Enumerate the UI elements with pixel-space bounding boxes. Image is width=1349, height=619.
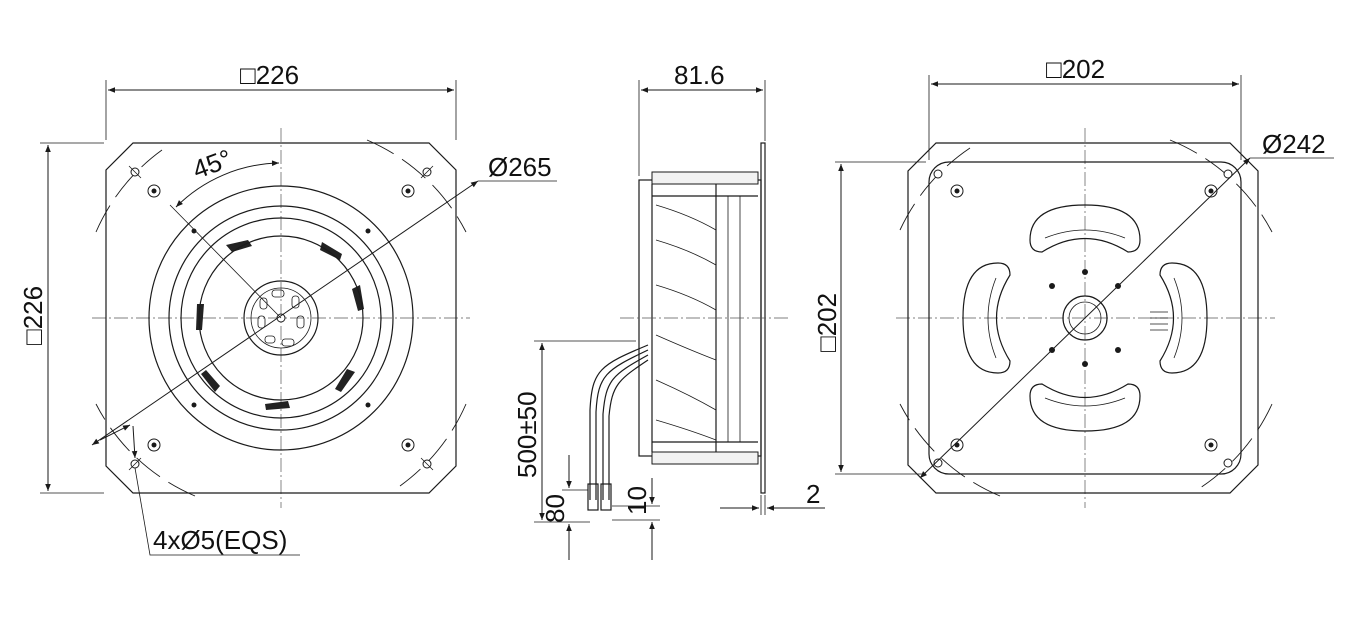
front-view: 45° Ø265 □226 □226 4xØ5(EQS)	[18, 60, 557, 556]
front-width-label: □226	[240, 60, 299, 90]
front-holes-leader	[134, 467, 300, 556]
front-diameter-label: Ø265	[488, 152, 552, 182]
side-flange-label: 2	[806, 479, 820, 509]
front-eqs-holes	[128, 165, 434, 471]
side-cables	[587, 344, 649, 511]
side-blades	[655, 204, 717, 441]
back-width-label: □202	[1046, 54, 1105, 84]
side-terminal-1	[587, 483, 599, 511]
back-diameter-line	[919, 157, 1251, 479]
front-angle-leader	[169, 204, 282, 319]
side-bottom-rim	[651, 451, 759, 465]
front-holes-label: 4xØ5(EQS)	[153, 525, 287, 555]
back-diameter-label: Ø242	[1262, 129, 1326, 159]
side-end-label: 10	[622, 486, 652, 515]
back-view: Ø242 □202 □202	[812, 54, 1334, 508]
back-plate	[907, 142, 1259, 494]
side-depth-label: 81.6	[674, 60, 725, 90]
side-view: 81.6 500±50 80 10 2	[512, 60, 825, 560]
front-angle-label: 45°	[189, 143, 236, 185]
back-height-label: □202	[812, 293, 842, 352]
side-terminal-2	[600, 483, 612, 511]
front-hole-pitch-line	[131, 425, 138, 459]
front-height-label: □226	[18, 286, 48, 345]
side-cable-length-label: 500±50	[512, 391, 542, 478]
back-eqs-holes	[933, 169, 1233, 468]
side-strip-label: 80	[540, 494, 570, 523]
front-diameter-line	[91, 180, 479, 446]
side-top-rim	[651, 171, 759, 185]
front-impeller-blades	[196, 240, 364, 410]
